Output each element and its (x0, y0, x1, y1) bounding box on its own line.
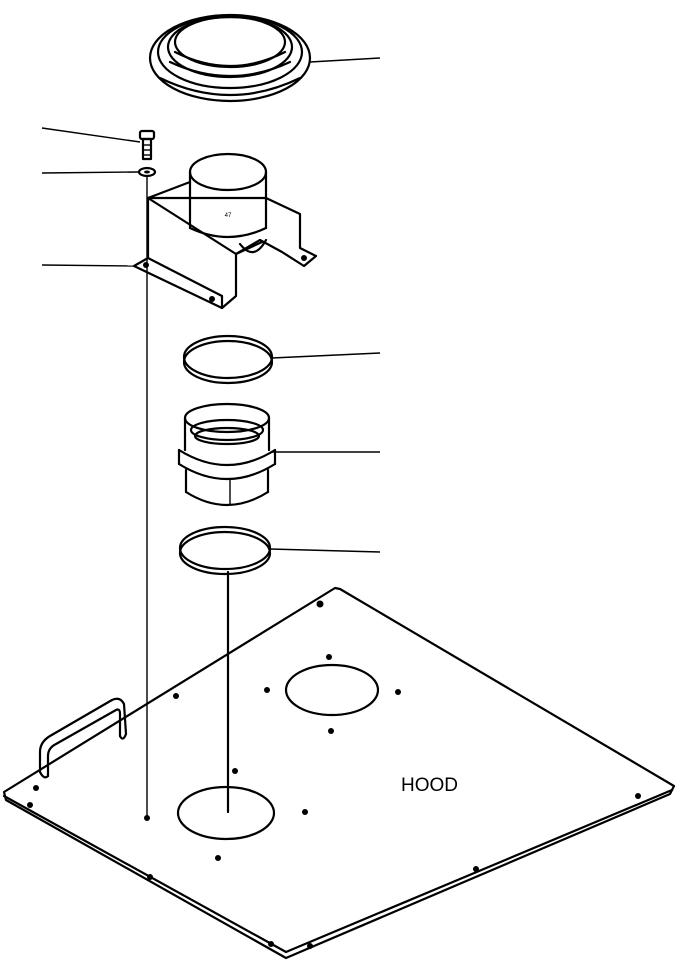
rain-cap (148, 13, 312, 103)
leader-upper-clamp (271, 352, 381, 359)
washer (137, 166, 157, 178)
leader-bolt (41, 127, 141, 143)
bolt (138, 129, 156, 161)
hood-label: HOOD (401, 775, 458, 796)
lower-clamp-ring (178, 525, 272, 576)
upper-clamp-ring (182, 334, 274, 385)
hood-plate: HOOD (2, 586, 676, 960)
coupling (177, 402, 277, 507)
leader-rain-cap (309, 57, 381, 63)
leader-lower-clamp (269, 548, 381, 553)
hood-bolt-holes (27, 600, 641, 949)
hood-handle (38, 697, 128, 779)
svg-text:47: 47 (225, 213, 232, 219)
leader-washer (41, 171, 139, 174)
leader-bracket (41, 264, 137, 267)
bracket-assembly: 47 (132, 152, 318, 310)
